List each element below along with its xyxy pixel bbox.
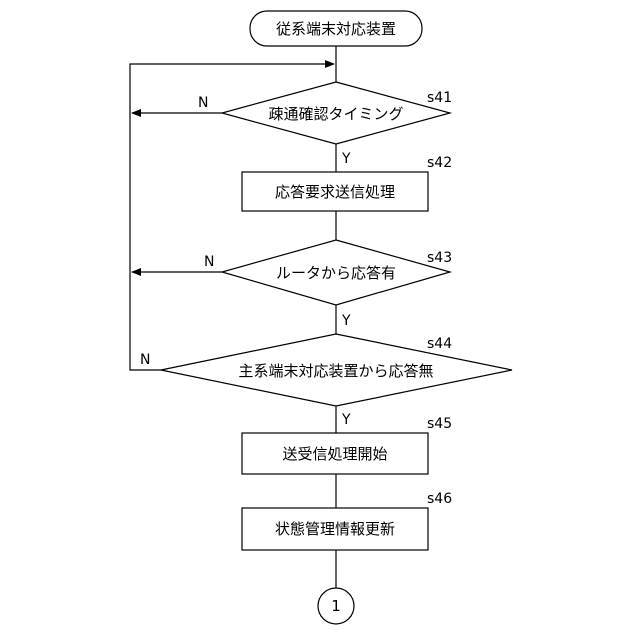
start-node: 従系端末対応装置 bbox=[250, 11, 422, 46]
step-id-s42: s42 bbox=[427, 155, 452, 171]
connector-node: 1 bbox=[318, 588, 354, 624]
decision-s43-label: ルータから応答有 bbox=[276, 264, 396, 282]
decision-s44: 主系端末対応装置から応答無 s44 N Y bbox=[140, 334, 512, 428]
s43-no-label: N bbox=[204, 254, 214, 270]
s43-yes-label: Y bbox=[341, 313, 351, 329]
process-s46-label: 状態管理情報更新 bbox=[275, 520, 395, 538]
step-id-s45: s45 bbox=[427, 416, 452, 432]
decision-s41-label: 疎通確認タイミング bbox=[268, 105, 403, 123]
decision-s43: ルータから応答有 s43 N Y bbox=[204, 240, 452, 329]
step-id-s44: s44 bbox=[427, 336, 452, 352]
step-id-s46: s46 bbox=[427, 491, 452, 507]
decision-s44-label: 主系端末対応装置から応答無 bbox=[238, 362, 433, 380]
s41-yes-label: Y bbox=[341, 151, 351, 167]
step-id-s41: s41 bbox=[427, 90, 452, 106]
start-label: 従系端末対応装置 bbox=[276, 20, 396, 38]
connector-label: 1 bbox=[331, 597, 341, 615]
process-s45-label: 送受信処理開始 bbox=[282, 445, 387, 463]
decision-s41: 疎通確認タイミング s41 N Y bbox=[198, 82, 452, 167]
s44-no-label: N bbox=[140, 352, 150, 368]
s44-yes-label: Y bbox=[341, 412, 351, 428]
process-s46: 状態管理情報更新 s46 bbox=[242, 491, 452, 550]
step-id-s43: s43 bbox=[427, 250, 452, 266]
s41-no-label: N bbox=[198, 95, 208, 111]
process-s42-label: 応答要求送信処理 bbox=[275, 183, 395, 201]
